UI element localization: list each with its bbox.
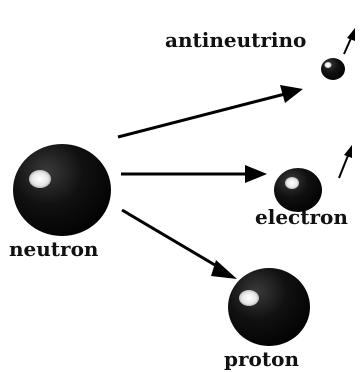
arrow-to-antineutrino (118, 85, 303, 137)
electron-spin-arrow (339, 145, 352, 178)
neutron-highlight (29, 170, 51, 188)
antineutrino-label: antineutrino (165, 28, 306, 52)
neutron-label: neutron (9, 237, 99, 261)
proton-label: proton (224, 347, 299, 371)
neutron-particle (13, 144, 111, 236)
antineutrino-highlight (325, 62, 332, 68)
electron-label: electron (255, 205, 348, 229)
antineutrino-particle (321, 58, 345, 80)
arrow-to-proton (122, 210, 237, 279)
arrow-to-electron (121, 165, 267, 183)
antineutrino-spin-arrow (344, 28, 355, 54)
proton-particle (228, 268, 310, 346)
electron-highlight (285, 177, 299, 189)
proton-highlight (239, 290, 259, 306)
